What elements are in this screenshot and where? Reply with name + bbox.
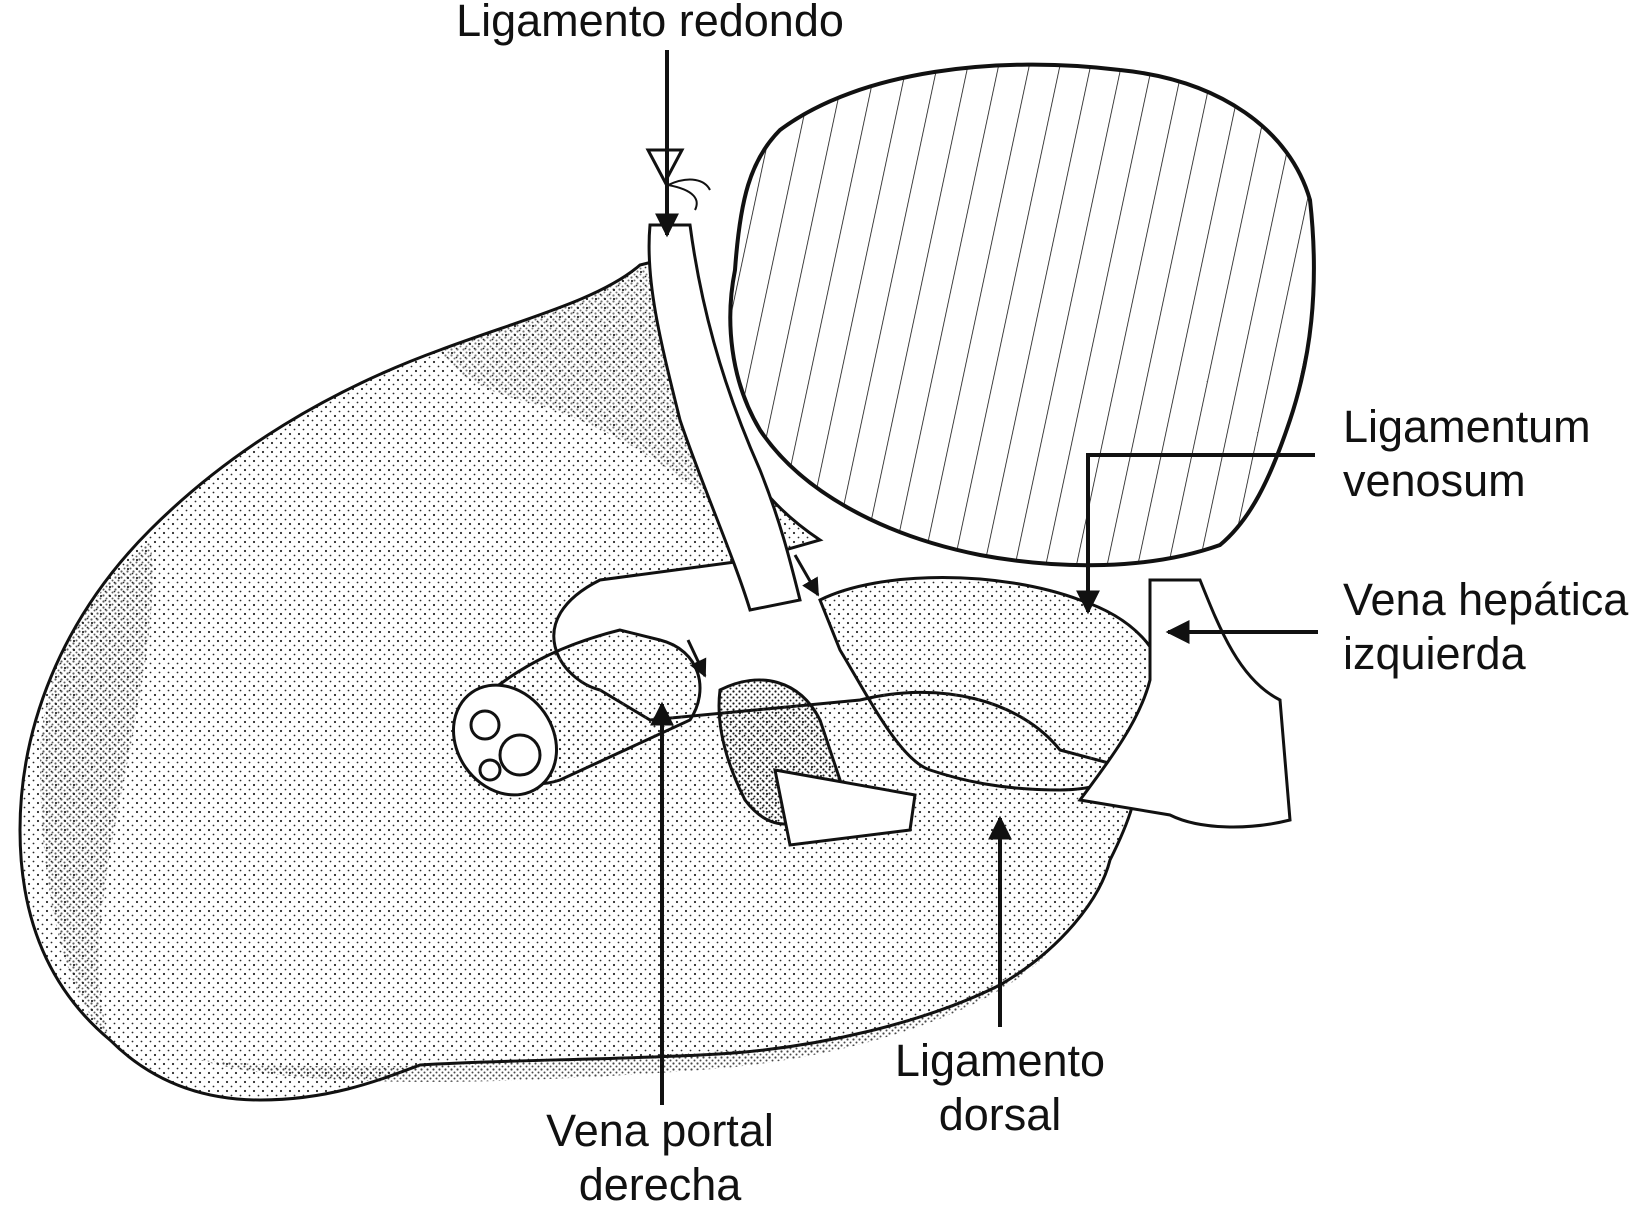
label-ligamento-dorsal-line1: Ligamento <box>870 1034 1130 1088</box>
label-ligamento-dorsal: Ligamento dorsal <box>870 1034 1130 1142</box>
label-ligamentum-venosum: Ligamentum venosum <box>1343 400 1591 508</box>
label-vena-hepatica-line2: izquierda <box>1343 627 1628 681</box>
label-vena-portal-line1: Vena portal <box>520 1104 800 1158</box>
portal-vein-lumen-3 <box>480 760 500 780</box>
label-ligamento-redondo: Ligamento redondo <box>410 0 890 48</box>
label-vena-hepatica-izquierda: Vena hepática izquierda <box>1343 573 1628 681</box>
label-ligamentum-venosum-line1: Ligamentum <box>1343 400 1591 454</box>
label-ligamento-dorsal-line2: dorsal <box>870 1088 1130 1142</box>
hatched-cut-section <box>730 65 1314 566</box>
label-ligamentum-venosum-line2: venosum <box>1343 454 1591 508</box>
label-vena-hepatica-line1: Vena hepática <box>1343 573 1628 627</box>
label-vena-portal-line2: derecha <box>520 1158 800 1212</box>
label-ligamento-redondo-text: Ligamento redondo <box>456 0 844 46</box>
portal-vein-lumen-1 <box>471 711 499 739</box>
label-vena-portal-derecha: Vena portal derecha <box>520 1104 800 1212</box>
portal-vein-lumen-2 <box>500 735 540 775</box>
round-ligament-threads <box>668 180 710 210</box>
